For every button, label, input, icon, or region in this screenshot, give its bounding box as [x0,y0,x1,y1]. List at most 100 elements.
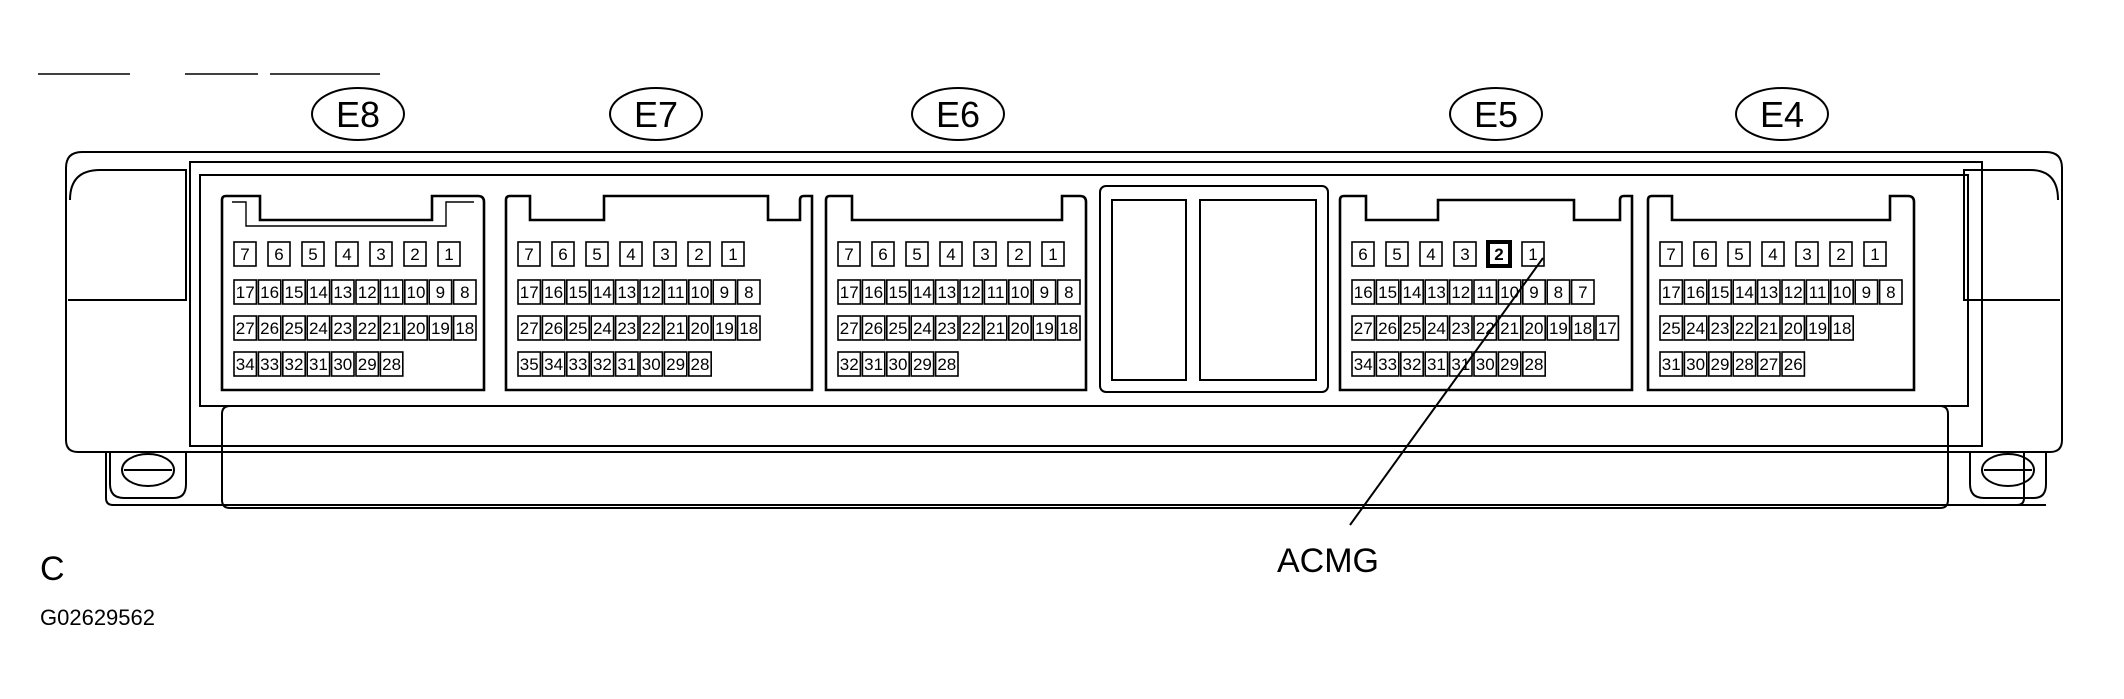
pin-cell [541,351,566,377]
pin-cell [663,315,688,341]
pin-cell [1497,351,1522,377]
pin-cell [736,279,761,305]
pin-label: 19 [1549,319,1568,338]
pin-label: 27 [1354,319,1373,338]
pin-cell [1351,241,1375,267]
pin-label: 23 [937,319,956,338]
pin-cell [301,241,325,267]
pin-label: 16 [260,283,279,302]
pin-cell [590,351,615,377]
pin-label: 4 [626,245,635,264]
pin-cell [590,315,615,341]
pin-label: 14 [593,283,612,302]
connector-e8 [220,194,486,392]
pin-label: 15 [569,283,588,302]
pin-label: 32 [840,355,859,374]
pin-label: 15 [285,283,304,302]
pin-cell [1795,241,1819,267]
ecu-housing [65,151,2063,509]
pin-label: 33 [260,355,279,374]
pin-label: 29 [1500,355,1519,374]
pin-cell [1032,279,1057,305]
pin-cell [1708,279,1733,305]
pin-label: 34 [544,355,563,374]
pin-cell [1448,279,1473,305]
pin-label: 17 [1662,283,1681,302]
pin-label: 35 [520,355,539,374]
pin-label: 24 [1427,319,1446,338]
pin-cell [1781,315,1806,341]
pin-cell [1863,241,1887,267]
pin-cell [1546,279,1571,305]
connector-label-e8: E8 [336,94,380,135]
connector-labels [311,87,1829,141]
pin-label: 34 [236,355,255,374]
pin-label: 17 [1598,319,1617,338]
pin-cell [281,315,306,341]
pin-label: 2 [1014,245,1023,264]
pin-cell [585,241,609,267]
pin-label: 20 [1784,319,1803,338]
pin-cell [517,315,542,341]
pin-label: 25 [1403,319,1422,338]
pin-cell [1522,279,1547,305]
pin-label: 5 [1392,245,1401,264]
pin-label: 27 [520,319,539,338]
pin-cell [1056,279,1081,305]
pin-cell [1424,315,1449,341]
pin-cell [233,241,257,267]
pin-label: 25 [569,319,588,338]
pin-label: 13 [1759,283,1778,302]
pin-cell [983,315,1008,341]
pin-cell [403,315,428,341]
pin-label: 28 [691,355,710,374]
pin-label: 9 [1529,283,1538,302]
pin-label: 8 [1554,283,1563,302]
pin-label: 20 [691,319,710,338]
pin-cell [687,279,712,305]
pin-cell [379,315,404,341]
pin-label: 25 [889,319,908,338]
pin-label: 28 [1525,355,1544,374]
blank-panel [1099,185,1329,393]
pin-label: 26 [260,319,279,338]
pin-cell [1708,315,1733,341]
pin-label: 18 [1833,319,1852,338]
pin-cell [1854,279,1879,305]
pin-cell [1453,241,1477,267]
pin-cell [1473,315,1498,341]
pin-cell [281,279,306,305]
figure-code: G02629562 [40,605,155,630]
pin-cell [1385,241,1409,267]
pin-label: 3 [376,245,385,264]
pin-cell [335,241,359,267]
pin-label: 25 [1662,319,1681,338]
pin-label: 7 [844,245,853,264]
pin-label: 5 [592,245,601,264]
pin-cell [1486,240,1512,268]
pin-label: 19 [1035,319,1054,338]
pin-label: 18 [1059,319,1078,338]
pin-label: 21 [1759,319,1778,338]
pin-cell [233,351,258,377]
pin-label: 5 [1734,245,1743,264]
pin-cell [1448,351,1473,377]
pin-cell [281,351,306,377]
pin-label: 26 [1784,355,1803,374]
pin-cell [1683,279,1708,305]
pin-cell [379,279,404,305]
pin-cell [517,351,542,377]
pin-cell [712,279,737,305]
pin-cell [1522,351,1547,377]
pin-cell [639,279,664,305]
pin-label: 26 [864,319,883,338]
pin-cell [565,315,590,341]
pin-cell [1448,315,1473,341]
pin-cell [837,241,861,267]
pin-label: 3 [660,245,669,264]
pin-label: 13 [333,283,352,302]
pin-cell [1400,279,1425,305]
pin-label: 29 [1711,355,1730,374]
pin-cell [565,279,590,305]
